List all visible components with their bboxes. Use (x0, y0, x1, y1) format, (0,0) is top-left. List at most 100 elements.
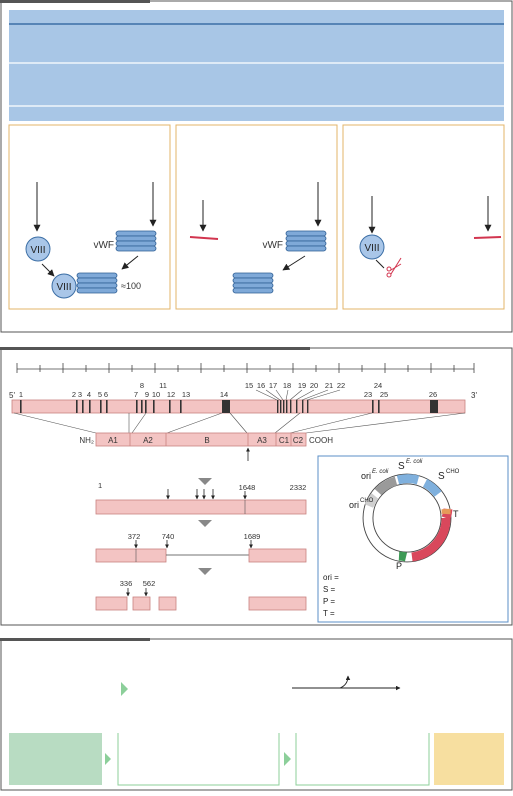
svg-text:12: 12 (167, 390, 175, 399)
svg-text:17: 17 (269, 381, 277, 390)
factor-viii-disc (25, 236, 51, 262)
step-triangle (198, 520, 212, 527)
step-triangle (198, 478, 212, 485)
svg-text:4: 4 (87, 390, 91, 399)
case-box-2 (175, 124, 338, 310)
panel-c-frame (0, 638, 513, 791)
vwf-multimer-free (232, 272, 274, 294)
protein-domain-bar (95, 432, 307, 447)
site-arrows-fragments (126, 588, 148, 597)
promoter-label: P (396, 561, 402, 571)
fragment (248, 596, 307, 611)
position-372: 372 (128, 532, 141, 541)
fragment (132, 596, 151, 611)
ori-ecoli-label: ori (361, 471, 371, 481)
plasmid-box (317, 455, 509, 623)
defective-vwf-mark (473, 236, 502, 239)
svg-text:A2: A2 (143, 436, 153, 445)
panel-c-tab (0, 638, 150, 641)
position-start: 1 (98, 481, 102, 490)
ratio-label: ≈100 (121, 281, 141, 291)
amino-terminus: NH₂ (79, 436, 94, 445)
svg-text:25: 25 (380, 390, 388, 399)
degradation-line (375, 259, 385, 269)
ori-cho-sup: CHO (360, 498, 374, 504)
panel-b: 5' 3' 1 (0, 347, 513, 626)
exon-numbers: 1 2 3 4 5 6 7 8 9 10 11 12 13 14 15 16 1… (19, 381, 437, 399)
three-prime-end: 3' (471, 391, 477, 400)
fragment (95, 596, 128, 611)
position-562: 562 (143, 579, 156, 588)
svg-text:C1: C1 (279, 436, 290, 445)
step-box (295, 733, 430, 786)
svg-text:C2: C2 (293, 436, 304, 445)
arrow-diagonal (282, 255, 306, 271)
arrow-combine (121, 255, 139, 270)
branch-arrow (339, 675, 351, 689)
domain-labels: A1 A2 B A3 C1 C2 (108, 436, 304, 445)
factor-viii-disc (359, 234, 385, 260)
gene-bar (11, 399, 466, 414)
svg-text:6: 6 (104, 390, 108, 399)
process-arrow (105, 753, 111, 765)
svg-text:16: 16 (257, 381, 265, 390)
process-arrow (284, 752, 291, 766)
svg-text:23: 23 (364, 390, 372, 399)
ori-cho-label: ori (349, 500, 359, 510)
position-1689: 1689 (244, 532, 261, 541)
panel-c (0, 638, 513, 791)
site-arrows (166, 489, 247, 500)
arrow-combine (41, 263, 55, 277)
five-prime-end: 5' (9, 391, 15, 400)
heavy-chain-segment (95, 548, 167, 563)
svg-text:A3: A3 (257, 436, 267, 445)
step-triangle (198, 568, 212, 575)
carboxy-terminus: COOH (309, 436, 333, 445)
domain-dividers (129, 433, 292, 446)
svg-text:9: 9 (145, 390, 149, 399)
svg-text:2: 2 (72, 390, 76, 399)
end-box (434, 733, 504, 785)
case-box-normal (8, 124, 171, 310)
svg-text:24: 24 (374, 381, 382, 390)
full-length-protein (95, 499, 307, 515)
svg-text:26: 26 (429, 390, 437, 399)
svg-text:1: 1 (19, 390, 23, 399)
panel-a-frame (0, 0, 513, 333)
svg-text:ori =: ori = (323, 573, 339, 582)
gene-to-protein-lines (13, 412, 466, 434)
vwf-multimer-bound (76, 272, 118, 294)
plasmid-ring (362, 473, 453, 563)
factor-viii-disc-bound (51, 273, 77, 299)
svg-text:8: 8 (140, 381, 144, 390)
svg-text:20: 20 (310, 381, 318, 390)
case-box-3 (342, 124, 505, 310)
process-arrow (121, 682, 128, 696)
exon-leader-lines (255, 389, 341, 401)
panel-b-tab (0, 347, 310, 350)
svg-text:19: 19 (298, 381, 306, 390)
svg-text:11: 11 (159, 381, 167, 390)
vwf-multimer (285, 230, 327, 252)
kb-scale (16, 363, 475, 373)
vwf-label: vWF (262, 240, 283, 251)
vwf-label: vWF (93, 240, 114, 251)
site-arrows-deleted (134, 540, 253, 549)
scissors-icon (386, 257, 402, 278)
position-end: 2332 (290, 483, 307, 492)
svg-text:A1: A1 (108, 436, 118, 445)
svg-text:21: 21 (325, 381, 333, 390)
svg-text:13: 13 (182, 390, 190, 399)
svg-text:3: 3 (78, 390, 82, 399)
position-1648: 1648 (239, 483, 256, 492)
svg-text:14: 14 (220, 390, 228, 399)
exon-marks (20, 400, 438, 413)
svg-text:5: 5 (98, 390, 102, 399)
plasmid-legend: ori = S = P = T = (323, 573, 339, 618)
fragment (158, 596, 177, 611)
s-cho-label: S (438, 471, 445, 482)
panel-a-tab (0, 0, 150, 3)
factor-viii-label: VIII (30, 245, 45, 256)
defective-factor-viii-mark (189, 236, 219, 240)
